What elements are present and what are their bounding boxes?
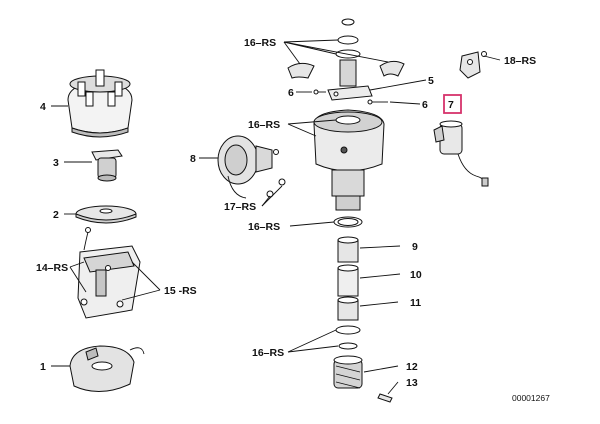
callout-2[interactable]: 2 (53, 209, 59, 221)
highlight-box-7 (443, 94, 462, 114)
part-bushing-9[interactable] (337, 236, 359, 263)
callout-7[interactable]: 7 (448, 99, 454, 111)
callout-13[interactable]: 13 (406, 377, 418, 389)
leader-lines (51, 39, 501, 395)
part-distributor-cap[interactable] (67, 69, 133, 138)
callout-14-rs[interactable]: 14–RS (36, 262, 68, 274)
callout-labels: 4 3 2 14–RS 15 -RS 1 16–RS 5 6 6 16–RS 8… (36, 37, 550, 403)
callout-18-rs[interactable]: 18–RS (504, 55, 536, 67)
part-condenser[interactable] (433, 120, 489, 187)
drawing-code: 00001267 (512, 393, 550, 403)
callout-8[interactable]: 8 (190, 153, 196, 165)
part-clip-18[interactable] (459, 51, 487, 79)
callout-10[interactable]: 10 (410, 269, 422, 281)
part-drive-gear[interactable] (333, 355, 363, 389)
part-pin[interactable] (377, 393, 393, 403)
part-screw-17[interactable] (266, 178, 286, 198)
callout-4[interactable]: 4 (40, 101, 46, 113)
callout-6-left[interactable]: 6 (288, 87, 294, 99)
part-breaker-assembly[interactable] (77, 227, 141, 319)
part-base-plate[interactable] (69, 345, 145, 392)
callout-17-rs[interactable]: 17–RS (224, 201, 256, 213)
callout-16-rs-top[interactable]: 16–RS (244, 37, 276, 49)
part-bushing-11[interactable] (337, 296, 359, 321)
callout-9[interactable]: 9 (412, 241, 418, 253)
callout-16-rs-housing[interactable]: 16–RS (248, 119, 280, 131)
callout-15-rs[interactable]: 15 -RS (164, 285, 197, 297)
callout-3[interactable]: 3 (53, 157, 59, 169)
part-distributor-housing[interactable] (313, 109, 385, 211)
part-screw-small-b[interactable] (367, 99, 388, 105)
callout-1[interactable]: 1 (40, 361, 46, 373)
part-cam-shaft[interactable] (327, 59, 373, 101)
part-rotor[interactable] (91, 149, 123, 182)
part-lower-rings[interactable] (335, 325, 361, 350)
callout-12[interactable]: 12 (406, 361, 418, 373)
part-vacuum-advance[interactable] (217, 135, 279, 199)
part-bushing-10[interactable] (337, 264, 359, 297)
part-screw-small-a[interactable] (313, 89, 326, 95)
callout-16-rs-bottom[interactable]: 16–RS (252, 347, 284, 359)
callout-6-right[interactable]: 6 (422, 99, 428, 111)
callout-11[interactable]: 11 (410, 297, 421, 309)
part-seal-ring[interactable] (333, 216, 363, 228)
callout-5[interactable]: 5 (428, 75, 434, 87)
callout-16-rs-middle[interactable]: 16–RS (248, 221, 280, 233)
part-cover-plate[interactable] (75, 205, 137, 224)
